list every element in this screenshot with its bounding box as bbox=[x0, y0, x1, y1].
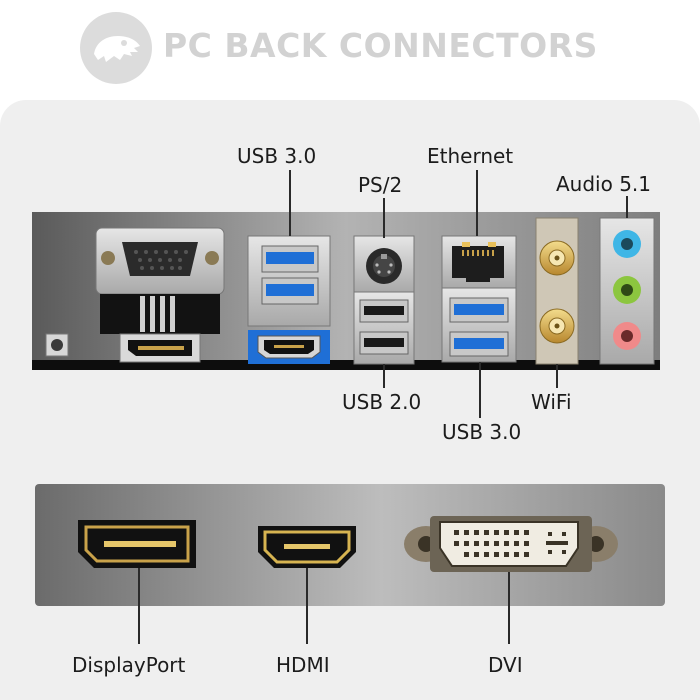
displayport-connector bbox=[78, 520, 196, 568]
leader-dvi bbox=[508, 572, 510, 644]
leader-ps2 bbox=[383, 198, 385, 238]
label-displayport: DisplayPort bbox=[72, 653, 186, 677]
label-usb30-top: USB 3.0 bbox=[237, 144, 317, 168]
leader-ethernet bbox=[476, 170, 478, 236]
label-audio: Audio 5.1 bbox=[556, 172, 652, 196]
usb30-stack-left bbox=[247, 235, 331, 327]
leader-hdmi bbox=[306, 568, 308, 644]
ps2-port bbox=[353, 235, 415, 293]
label-hdmi: HDMI bbox=[276, 653, 330, 677]
dvi-connector bbox=[404, 516, 618, 572]
leader-usb30-top bbox=[289, 170, 291, 236]
hdmi-port-io bbox=[248, 330, 330, 364]
label-ethernet: Ethernet bbox=[427, 144, 514, 168]
leader-wifi bbox=[556, 364, 558, 388]
label-usb20: USB 2.0 bbox=[342, 390, 422, 414]
leader-displayport bbox=[138, 568, 140, 644]
label-dvi: DVI bbox=[488, 653, 523, 677]
wifi-antenna-connectors bbox=[535, 217, 579, 365]
page-title: PC BACK CONNECTORS bbox=[163, 26, 598, 65]
label-ps2: PS/2 bbox=[358, 173, 403, 197]
displayport-port-io bbox=[119, 333, 201, 363]
leader-audio bbox=[626, 196, 628, 218]
leader-usb30-bottom bbox=[479, 362, 481, 418]
hdmi-connector bbox=[258, 526, 356, 568]
label-wifi: WiFi bbox=[531, 390, 572, 414]
dinosaur-skull-icon bbox=[80, 12, 152, 84]
leader-usb20 bbox=[383, 364, 385, 388]
usb30-stack-right bbox=[441, 287, 517, 363]
clear-cmos-button bbox=[45, 333, 69, 357]
vga-port bbox=[95, 227, 225, 334]
label-usb30-bottom: USB 3.0 bbox=[442, 420, 522, 444]
audio-jacks bbox=[599, 217, 655, 365]
io-backplate-bottom-edge bbox=[32, 360, 660, 370]
usb20-stack bbox=[353, 291, 415, 365]
ethernet-port bbox=[441, 235, 517, 289]
